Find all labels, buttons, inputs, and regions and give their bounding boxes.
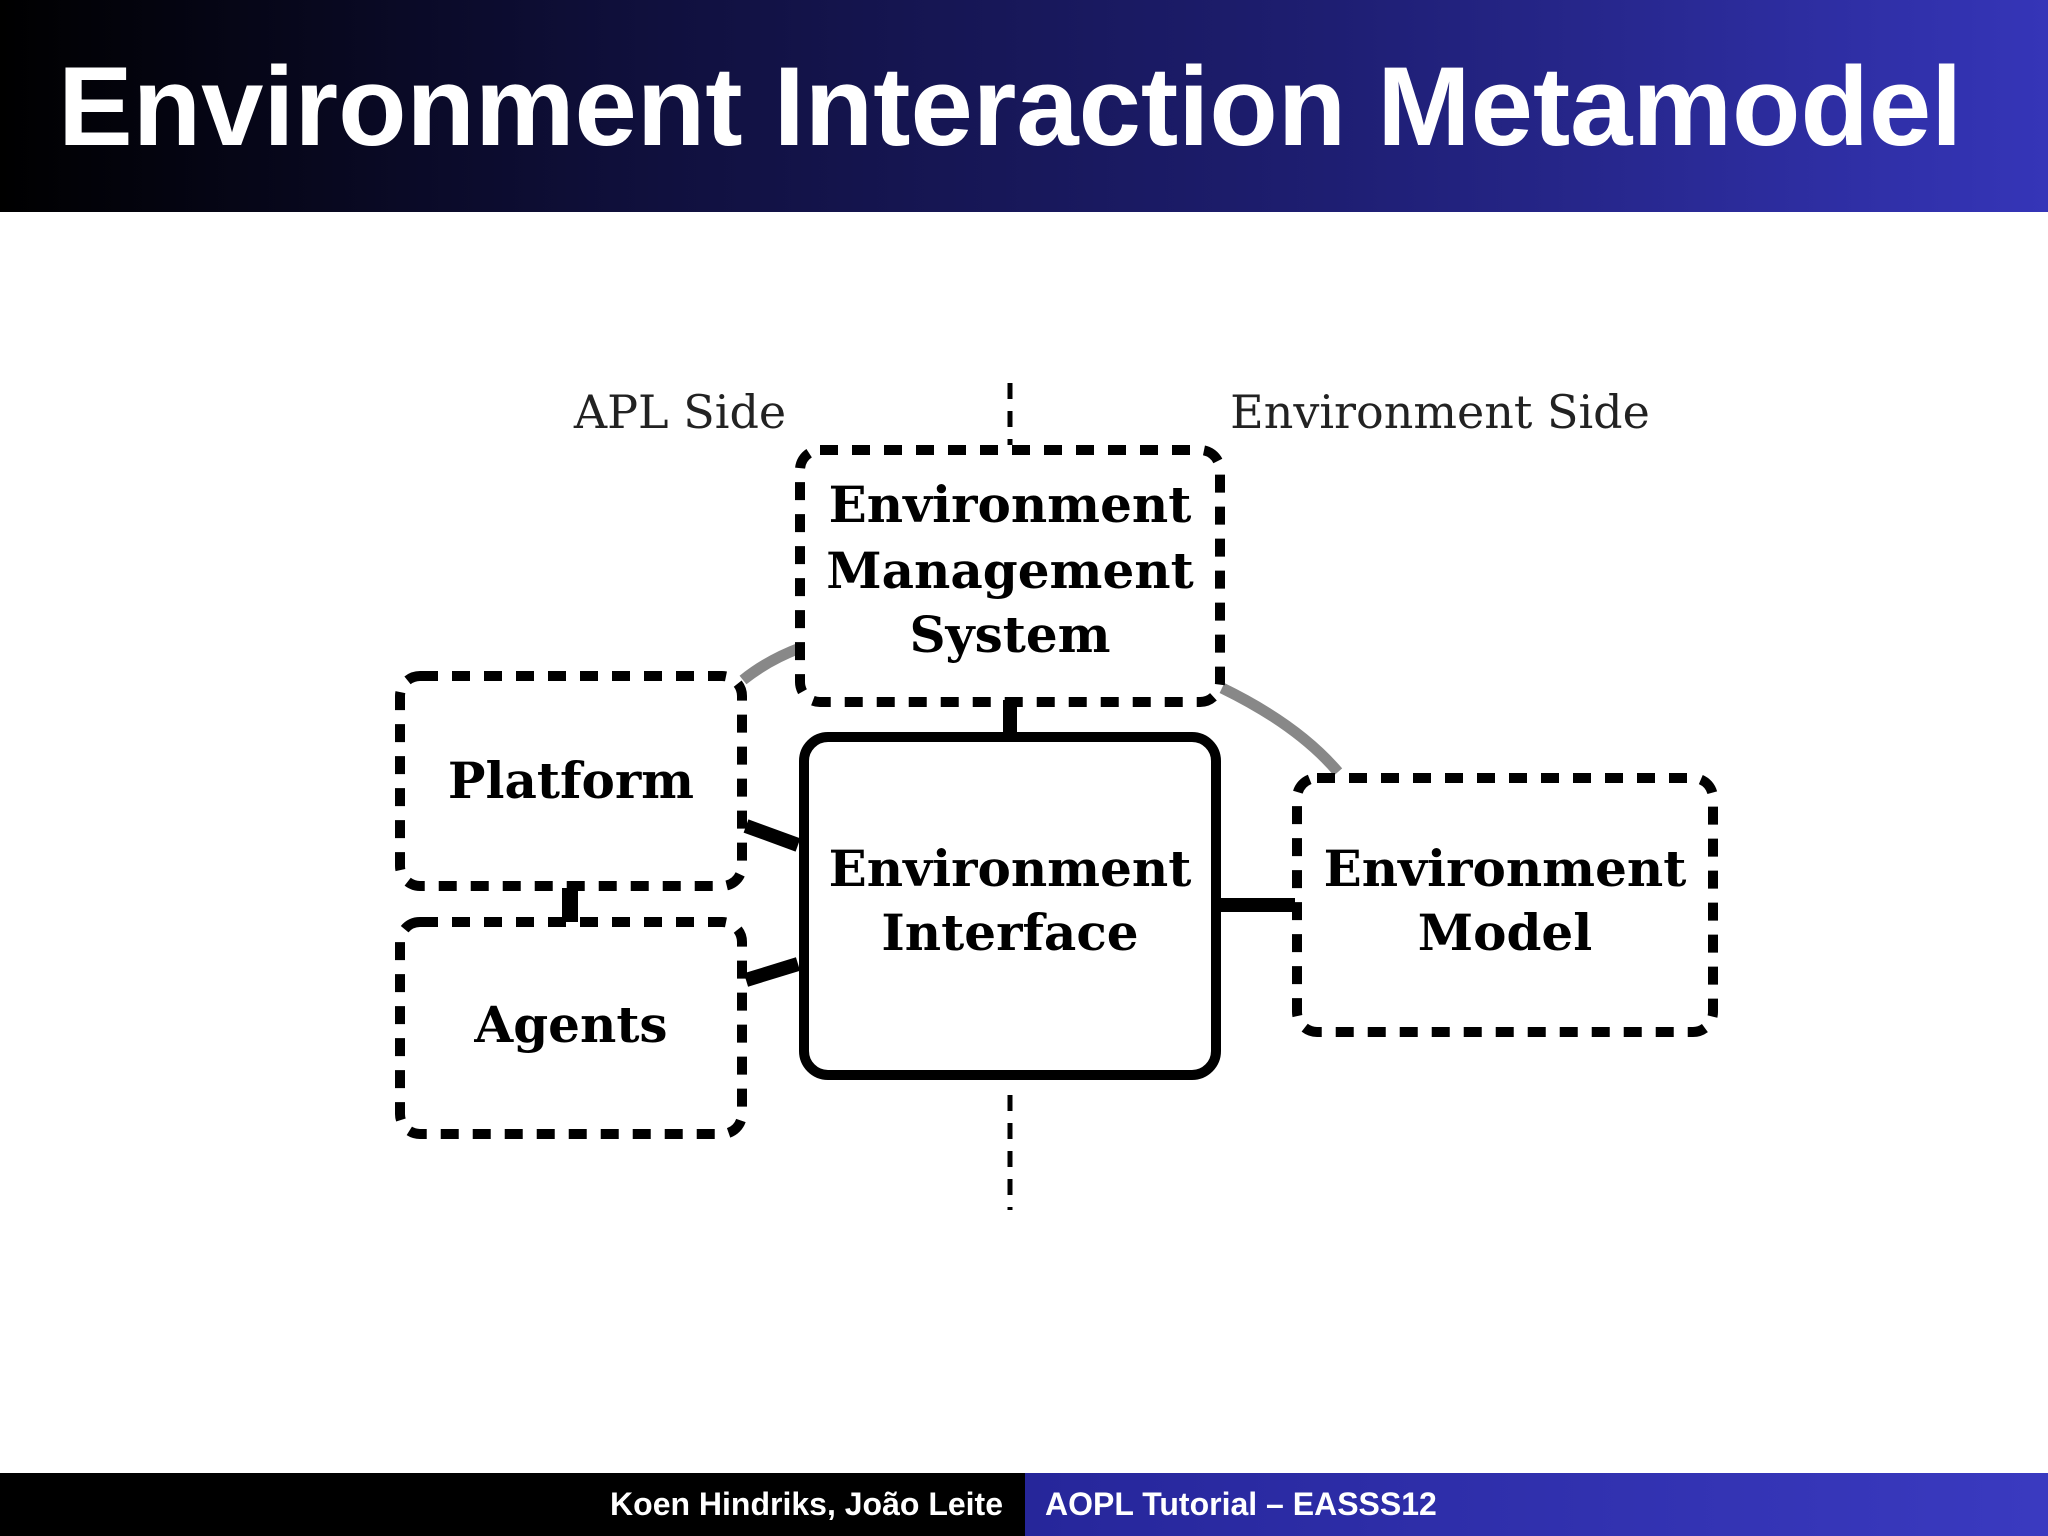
agents-label: Agents (473, 995, 667, 1054)
model-label-line-1: Environment (1324, 839, 1687, 898)
footer-event: AOPL Tutorial – EASSS12 (1025, 1473, 2048, 1536)
slide-title: Environment Interaction Metamodel (58, 43, 1963, 169)
model-label-line-2: Model (1418, 903, 1592, 962)
footer-authors: Koen Hindriks, João Leite (0, 1473, 1025, 1536)
interface-label-line-2: Interface (881, 903, 1138, 962)
environment-side-label: Environment Side (1230, 385, 1650, 439)
title-bar: Environment Interaction Metamodel (0, 0, 2048, 212)
interface-box (799, 732, 1221, 1080)
agents-box (395, 917, 747, 1139)
interface-label-line-1: Environment (829, 839, 1192, 898)
platform-box (395, 671, 747, 891)
footer: Koen Hindriks, João Leite AOPL Tutorial … (0, 1473, 2048, 1536)
ems-label-line-1: Environment (829, 475, 1192, 534)
model-box (1292, 773, 1718, 1037)
apl-side-label: APL Side (573, 385, 786, 439)
connector-ems-model (1219, 683, 1343, 776)
ems-label-line-3: System (909, 605, 1110, 664)
ems-box (795, 445, 1225, 707)
platform-label: Platform (448, 751, 694, 810)
connector-platform-interface (743, 819, 801, 852)
connector-platform-ems (739, 642, 802, 685)
connector-agents-interface (743, 957, 801, 987)
ems-label-line-2: Management (826, 541, 1193, 600)
